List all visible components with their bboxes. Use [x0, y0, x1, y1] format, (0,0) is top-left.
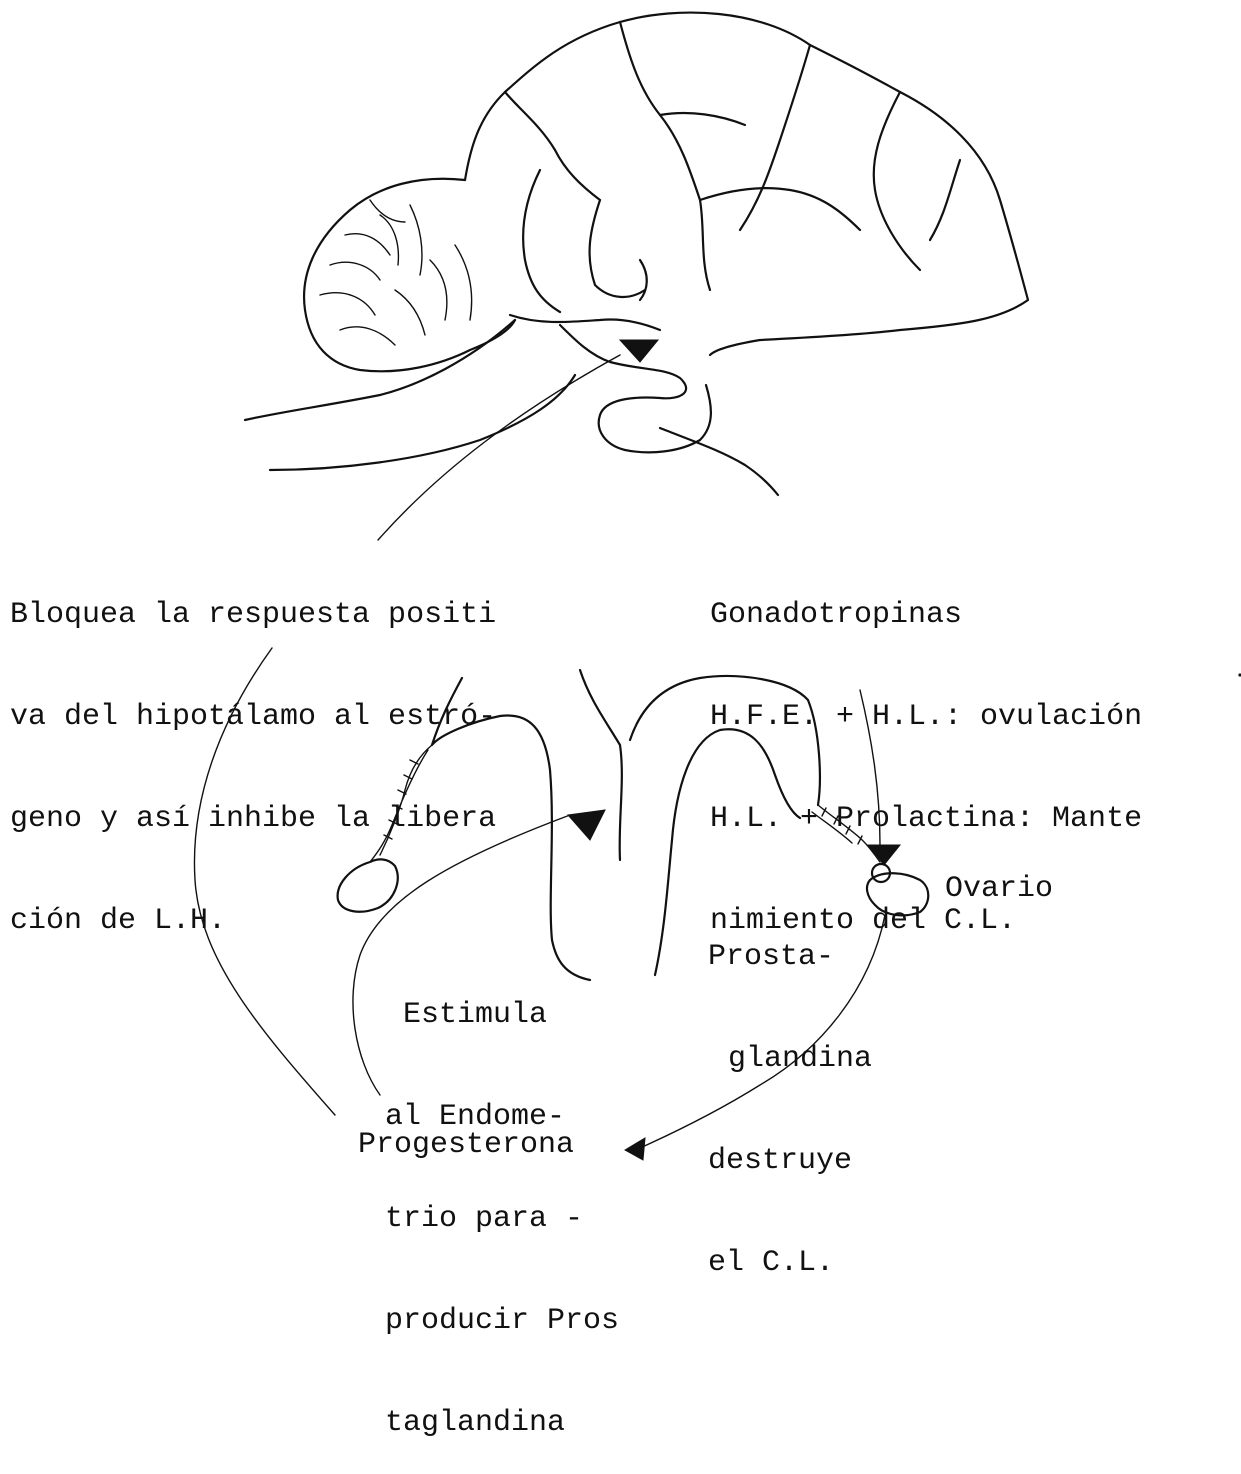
sulcus-line [930, 160, 960, 240]
sulcus-line [620, 22, 710, 290]
note-line: Bloquea la respuesta positi [10, 598, 496, 632]
spinal-cord [270, 375, 575, 470]
progesterone-arrowhead [625, 1138, 645, 1160]
optic-nerve [660, 428, 778, 495]
note-line: destruye [708, 1144, 872, 1178]
note-line: el C.L. [708, 1246, 872, 1280]
note-line: trio para - [385, 1202, 619, 1236]
note-line: va del hipotálamo al estró- [10, 700, 496, 734]
sulcus-line [505, 92, 600, 200]
note-line: Prosta- [708, 940, 872, 974]
note-line: producir Pros [385, 1304, 619, 1338]
temporal-lobe [510, 315, 660, 330]
progesterone-label: Progesterona [358, 1128, 574, 1162]
sulcus-line [640, 260, 647, 300]
endometrium-note: Estimula al Endome- trio para - producir… [385, 930, 619, 1474]
brainstem [245, 320, 515, 420]
note-line: taglandina [385, 1406, 619, 1440]
note-line: H.F.E. + H.L.: ovulación [710, 700, 1142, 734]
brain-illustration [245, 13, 1028, 495]
sulcus-line [874, 92, 920, 270]
hypothalamus-block-note: Bloquea la respuesta positi va del hipot… [10, 530, 496, 972]
cerebellum-folia [320, 200, 472, 345]
ovary-label: Ovario [945, 872, 1053, 906]
note-line: glandina [708, 1042, 872, 1076]
uterus-arrowhead [568, 810, 605, 840]
sulcus-line [740, 45, 810, 230]
note-line: Estimula [385, 998, 619, 1032]
sulcus-line [590, 200, 645, 297]
note-line: H.L. + Prolactina: Mante [710, 802, 1142, 836]
sulcus-line [523, 170, 560, 312]
note-line: geno y así inhibe la libera [10, 802, 496, 836]
cerebellum-outline [304, 179, 515, 372]
note-line: Gonadotropinas [710, 598, 1142, 632]
hypothalamus-arrowhead [620, 340, 658, 362]
sulcus-line [660, 113, 745, 125]
prostaglandin-note: Prosta- glandina destruye el C.L. [708, 872, 872, 1314]
sulcus-line [700, 188, 860, 230]
